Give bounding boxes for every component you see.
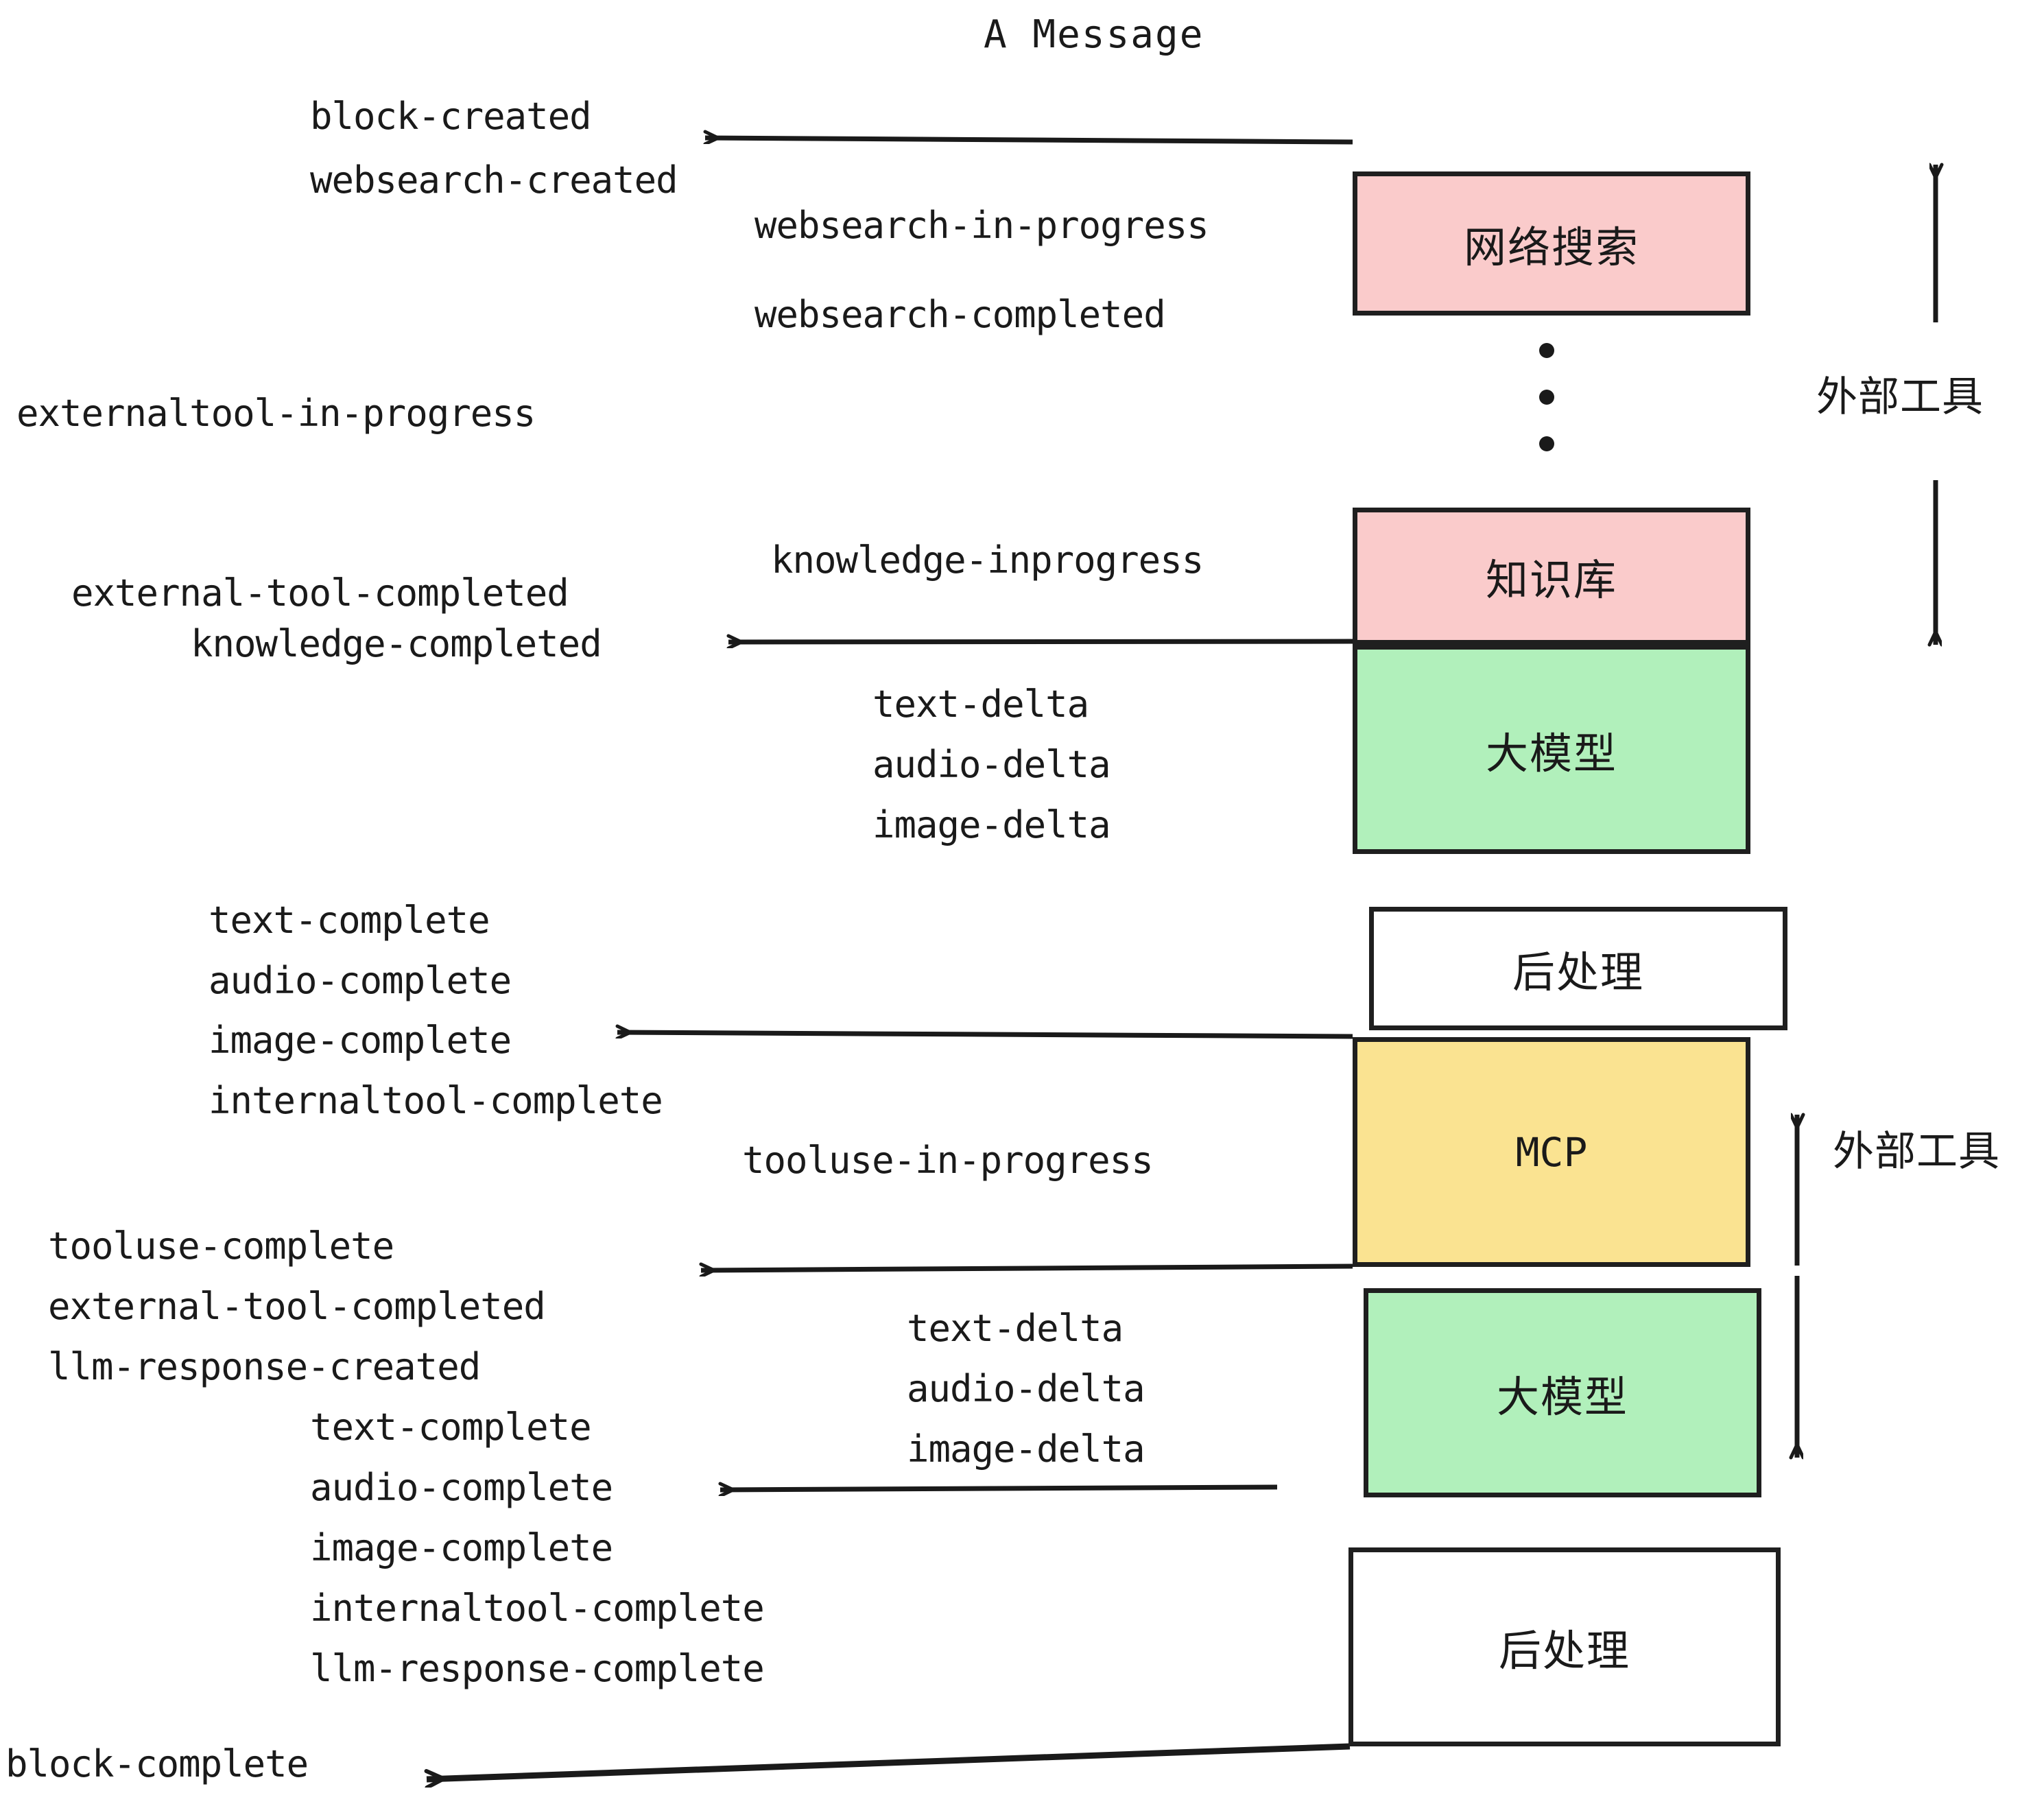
node-postprocess-1-label: 后处理 [1512, 947, 1644, 997]
node-websearch[interactable]: 网络搜索 [1353, 171, 1750, 316]
node-knowledge-label: 知识库 [1485, 555, 1617, 605]
event-audio-delta-1: audio-delta [872, 743, 1111, 786]
event-audio-delta-2: audio-delta [907, 1367, 1145, 1410]
arrow-websearch-to-blockcreated [705, 138, 1353, 145]
event-image-complete-1: image-complete [209, 1019, 512, 1062]
arrow-postproc2-to-blockcomplete [427, 1743, 1351, 1779]
event-block-complete: block-complete [5, 1742, 309, 1785]
node-mcp[interactable]: MCP [1353, 1037, 1750, 1267]
node-websearch-label: 网络搜索 [1463, 222, 1639, 272]
arrow-llm2-to-audiocomplete [720, 1487, 1278, 1490]
event-knowledge-completed: knowledge-completed [191, 622, 602, 665]
node-postprocess-2[interactable]: 后处理 [1348, 1547, 1781, 1746]
event-external-tool-completed-1: external-tool-completed [71, 571, 569, 615]
event-tooluse-in-progress: tooluse-in-progress [742, 1139, 1154, 1182]
event-externaltool-in-progress: externaltool-in-progress [16, 392, 536, 435]
event-websearch-completed: websearch-completed [754, 293, 1166, 336]
arrow-knowledge-to-completed [728, 641, 1353, 642]
node-postprocess-2-label: 后处理 [1498, 1626, 1630, 1676]
node-postprocess-1[interactable]: 后处理 [1369, 907, 1787, 1030]
node-llm-2-label: 大模型 [1496, 1371, 1628, 1422]
arrow-mcp-to-tooluse-complete [701, 1266, 1353, 1270]
diagram-title: A Message [984, 12, 1204, 57]
event-internaltool-complete-1: internaltool-complete [209, 1079, 663, 1122]
side-label-external-tool-top: 外部工具 [1816, 373, 1984, 421]
event-tooluse-complete: tooluse-complete [48, 1224, 394, 1268]
event-websearch-in-progress: websearch-in-progress [754, 204, 1209, 247]
event-internaltool-complete-2: internaltool-complete [310, 1587, 765, 1630]
event-text-complete-1: text-complete [209, 899, 490, 942]
event-llm-response-created: llm-response-created [48, 1345, 481, 1388]
node-llm-1-label: 大模型 [1485, 728, 1617, 779]
node-llm-1[interactable]: 大模型 [1353, 645, 1750, 854]
event-image-complete-2: image-complete [310, 1526, 613, 1569]
event-audio-complete-1: audio-complete [209, 959, 512, 1002]
event-image-delta-1: image-delta [872, 803, 1111, 846]
event-audio-complete-2: audio-complete [310, 1466, 613, 1509]
event-websearch-created: websearch-created [310, 158, 678, 202]
event-image-delta-2: image-delta [907, 1427, 1145, 1471]
node-llm-2[interactable]: 大模型 [1364, 1288, 1761, 1497]
event-text-complete-2: text-complete [310, 1405, 592, 1449]
event-knowledge-inprogress: knowledge-inprogress [771, 538, 1204, 582]
node-mcp-label: MCP [1515, 1128, 1588, 1176]
event-llm-response-complete: llm-response-complete [310, 1647, 765, 1690]
side-label-external-tool-bottom: 外部工具 [1833, 1128, 2000, 1176]
event-block-created: block-created [310, 95, 592, 138]
vertical-ellipsis [1539, 343, 1554, 483]
event-text-delta-1: text-delta [872, 683, 1089, 726]
node-knowledge[interactable]: 知识库 [1353, 508, 1750, 645]
arrow-llm1-to-imagecomplete [617, 1032, 1353, 1039]
event-text-delta-2: text-delta [907, 1307, 1124, 1350]
event-external-tool-completed-2: external-tool-completed [48, 1285, 546, 1328]
